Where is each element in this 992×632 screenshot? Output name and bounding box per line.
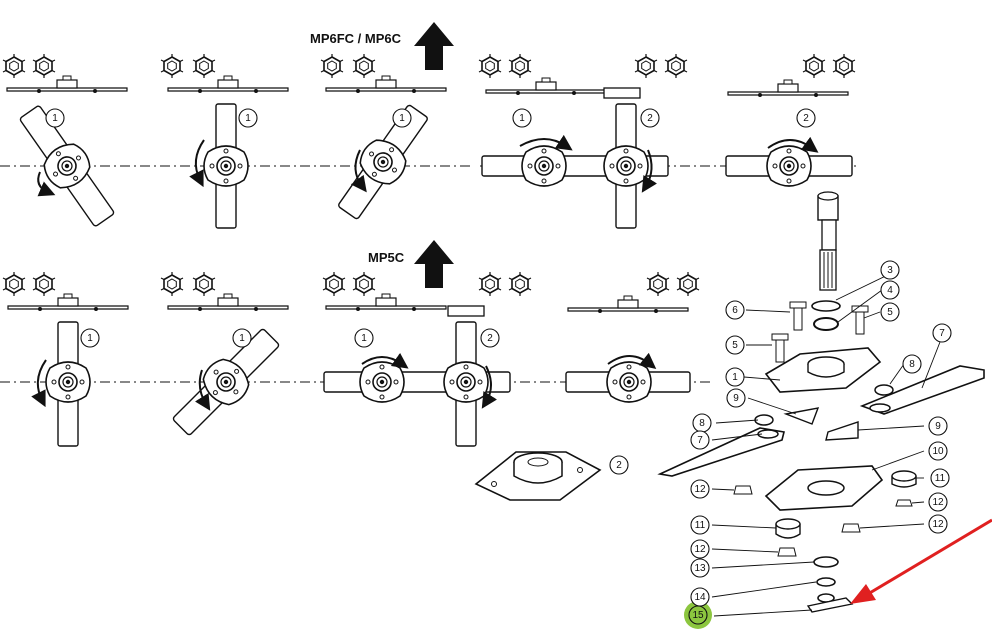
callout-number: 11 [935,473,946,484]
callout-8: 8 [692,413,712,433]
heading-mp6fc-mp6c: MP6FC / MP6C [310,31,402,46]
callout-number: 6 [732,305,738,316]
callout-number: 1 [245,113,251,124]
callout-number: 3 [887,265,893,276]
callout-number: 12 [694,544,706,555]
callout-3: 3 [880,260,900,280]
callout-8: 8 [902,354,922,374]
callout-number: 5 [732,340,738,351]
callout-11: 11 [690,515,710,535]
callout-12: 12 [928,514,948,534]
callout-1: 1 [45,108,65,128]
config-mid-4 [565,272,700,403]
callout-number: 4 [887,285,893,296]
callout-1: 1 [238,108,258,128]
callout-4: 4 [880,280,900,300]
callout-1: 1 [80,328,100,348]
config-top-1 [2,54,128,227]
callout-number: 5 [887,307,893,318]
callout-number: 2 [803,113,809,124]
callout-12: 12 [928,492,948,512]
callout-2: 2 [480,328,500,348]
callout-2: 2 [609,455,629,475]
callout-number: 8 [699,418,705,429]
callout-number: 7 [939,328,945,339]
heading-mp5c: MP5C [368,250,405,265]
callout-1: 1 [392,108,412,128]
callout-12: 12 [690,479,710,499]
callout-number: 1 [361,333,367,344]
callout-1: 1 [232,328,252,348]
callout-number: 15 [692,610,704,621]
callout-9: 9 [928,416,948,436]
callout-number: 9 [733,393,739,404]
mounting-plate-2 [474,451,602,501]
config-mid-2 [160,272,289,436]
callout-number: 2 [616,460,622,471]
callout-9: 9 [726,388,746,408]
callout-number: 14 [694,592,706,603]
callout-number: 1 [52,113,58,124]
callout-11: 11 [930,468,950,488]
callout-number: 10 [932,446,944,457]
callout-number: 11 [695,520,706,531]
callout-number: 2 [487,333,493,344]
callout-1: 1 [725,367,745,387]
callout-number: 1 [399,113,405,124]
callout-1: 1 [354,328,374,348]
callout-number: 7 [697,435,703,446]
config-top-5 [725,54,856,187]
exploded-assembly [657,191,985,617]
callout-14: 14 [690,587,710,607]
callout-number: 8 [909,359,915,370]
config-mid-3 [322,272,532,447]
callout-13: 13 [690,558,710,578]
callout-15: 15 [688,605,708,625]
callout-number: 13 [694,563,706,574]
callout-6: 6 [725,300,745,320]
callout-5: 5 [725,335,745,355]
callout-7: 7 [690,430,710,450]
callout-number: 12 [932,519,944,530]
callout-5: 5 [880,302,900,322]
up-arrow-icon [414,240,454,288]
config-top-2 [160,54,289,229]
callout-number: 12 [932,497,944,508]
callout-number: 1 [87,333,93,344]
callout-1: 1 [512,108,532,128]
callout-number: 1 [519,113,525,124]
callout-number: 1 [239,333,245,344]
callout-2: 2 [796,108,816,128]
callout-7: 7 [932,323,952,343]
callout-12: 12 [690,539,710,559]
callout-10: 10 [928,441,948,461]
red-pointer-arrow-icon [850,518,992,604]
callout-number: 2 [647,113,653,124]
highlight-marker [684,601,712,629]
callout-number: 12 [694,484,706,495]
config-top-3 [320,54,447,220]
callout-2: 2 [640,108,660,128]
callout-number: 1 [732,372,738,383]
up-arrow-icon [414,22,454,70]
config-mid-1 [2,272,129,447]
config-top-4 [478,54,688,229]
callout-number: 9 [935,421,941,432]
